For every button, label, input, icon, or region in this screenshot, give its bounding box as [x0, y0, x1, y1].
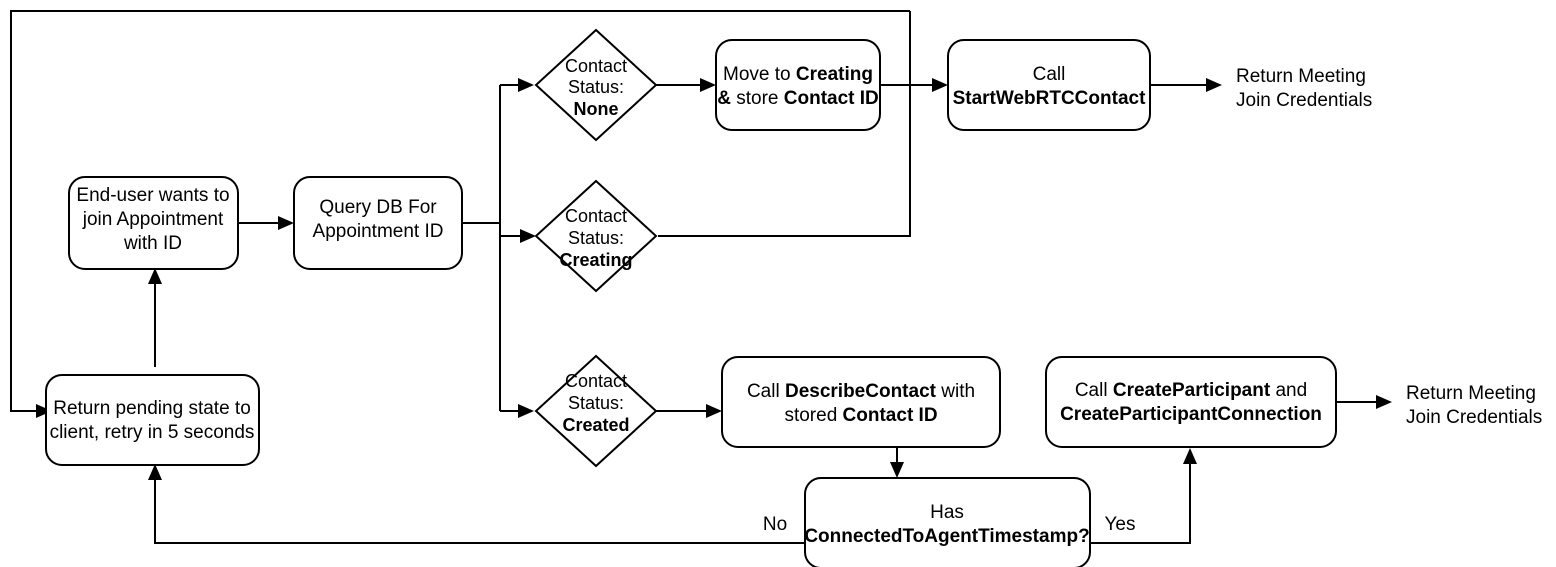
node-has-timestamp-line1: Has: [930, 502, 964, 523]
connector-none-to-move: [656, 78, 716, 92]
edge-label-yes-text: Yes: [1105, 514, 1136, 535]
node-create-participant-line1: Call CreateParticipant and: [1075, 380, 1307, 401]
arrowhead-icon: [700, 78, 716, 92]
node-end-user-line2: join Appointment: [82, 209, 224, 230]
arrowhead-icon: [890, 462, 904, 478]
connector-created-to-describe: [656, 404, 722, 418]
node-start-webrtc-line1: Call: [1033, 64, 1066, 85]
node-query-db-line2: Appointment ID: [313, 221, 444, 242]
node-query-db-shape[interactable]: [293, 176, 463, 270]
connector-createparticipant-to-credentials: [1336, 395, 1392, 409]
connector-querydb-branch: [462, 78, 536, 418]
edge-label-no-text: No: [763, 514, 787, 535]
connector-pending-to-enduser: [148, 268, 162, 367]
arrowhead-icon: [1183, 448, 1197, 464]
node-end-user-line1: End-user wants to: [76, 185, 229, 206]
node-status-creating[interactable]: Contact Status: Creating: [534, 179, 658, 293]
node-status-none-shape[interactable]: [534, 28, 658, 142]
node-return-pending-line2: client, retry in 5 seconds: [50, 422, 255, 443]
node-end-user-shape[interactable]: [68, 176, 239, 270]
node-has-timestamp-line2: ConnectedToAgentTimestamp?: [804, 526, 1089, 547]
node-status-created-shape[interactable]: [534, 354, 658, 468]
node-move-to-creating-shape[interactable]: [715, 39, 881, 131]
text-return-credentials-top: Return Meeting Join Credentials: [1236, 66, 1372, 111]
node-status-none[interactable]: Contact Status: None: [534, 28, 658, 142]
arrowhead-icon: [932, 78, 948, 92]
node-status-creating-line3: Creating: [559, 250, 632, 270]
node-status-creating-line1: Contact: [565, 206, 627, 226]
node-status-created-line2: Status:: [568, 393, 624, 413]
connector-describe-to-hastimestamp: [890, 447, 904, 478]
connector-enduser-to-querydb: [238, 216, 294, 230]
node-status-creating-line2: Status:: [568, 228, 624, 248]
node-move-to-creating[interactable]: Move to Creating & store Contact ID: [715, 39, 881, 131]
node-return-pending-line1: Return pending state to: [53, 398, 251, 419]
arrowhead-icon: [1376, 395, 1392, 409]
node-status-none-line1: Contact: [565, 56, 627, 76]
node-start-webrtc-line2: StartWebRTCContact: [953, 88, 1146, 109]
node-describe-contact-line1: Call DescribeContact with: [747, 381, 975, 402]
text-return-credentials-top-line1: Return Meeting: [1236, 66, 1366, 87]
text-return-credentials-bottom-line1: Return Meeting: [1406, 383, 1536, 404]
arrowhead-icon: [518, 404, 534, 418]
node-status-created-line1: Contact: [565, 371, 627, 391]
node-query-db-line1: Query DB For: [319, 197, 437, 218]
node-status-none-line2: Status:: [568, 77, 624, 97]
node-create-participant-line2: CreateParticipantConnection: [1060, 404, 1322, 425]
node-has-timestamp[interactable]: Has ConnectedToAgentTimestamp?: [804, 477, 1091, 567]
edge-label-no: No: [763, 514, 787, 535]
node-end-user-line3: with ID: [123, 233, 182, 254]
arrowhead-icon: [706, 404, 722, 418]
connector-no-to-pending: [148, 464, 805, 544]
node-status-creating-shape[interactable]: [534, 179, 658, 293]
connector-yes-to-createparticipant: [1090, 448, 1197, 544]
arrowhead-icon: [278, 216, 294, 230]
arrowhead-icon: [36, 404, 52, 418]
connector-startwebrtc-to-credentials: [1150, 78, 1222, 92]
node-describe-contact-shape[interactable]: [721, 356, 1001, 448]
node-return-pending[interactable]: Return pending state to client, retry in…: [45, 374, 260, 466]
edge-label-yes: Yes: [1105, 514, 1136, 535]
node-query-db[interactable]: Query DB For Appointment ID: [293, 176, 463, 270]
node-create-participant-shape[interactable]: [1045, 356, 1337, 448]
connector-move-to-startwebrtc: [880, 78, 948, 92]
node-return-pending-shape[interactable]: [45, 374, 260, 466]
connector-loop-to-pending: [10, 10, 910, 418]
text-return-credentials-bottom-line2: Join Credentials: [1406, 407, 1542, 428]
node-start-webrtc[interactable]: Call StartWebRTCContact: [947, 39, 1151, 131]
arrowhead-icon: [1206, 78, 1222, 92]
text-return-credentials-bottom: Return Meeting Join Credentials: [1406, 383, 1542, 428]
node-has-timestamp-shape[interactable]: [804, 477, 1091, 567]
node-create-participant[interactable]: Call CreateParticipant and CreatePartici…: [1045, 356, 1337, 448]
text-return-credentials-top-line2: Join Credentials: [1236, 90, 1372, 111]
node-move-to-creating-line2: & store Contact ID: [717, 88, 879, 109]
node-status-none-line3: None: [574, 99, 619, 119]
node-start-webrtc-shape[interactable]: [947, 39, 1151, 131]
node-status-created-line3: Created: [562, 415, 629, 435]
node-describe-contact-line2: stored Contact ID: [784, 405, 937, 426]
arrowhead-icon: [518, 78, 534, 92]
arrowhead-icon: [520, 229, 536, 243]
arrowhead-icon: [148, 464, 162, 480]
node-describe-contact[interactable]: Call DescribeContact with stored Contact…: [721, 356, 1001, 448]
arrowhead-icon: [148, 268, 162, 284]
node-move-to-creating-line1: Move to Creating: [723, 64, 873, 85]
node-end-user[interactable]: End-user wants to join Appointment with …: [68, 176, 239, 270]
node-status-created[interactable]: Contact Status: Created: [534, 354, 658, 468]
